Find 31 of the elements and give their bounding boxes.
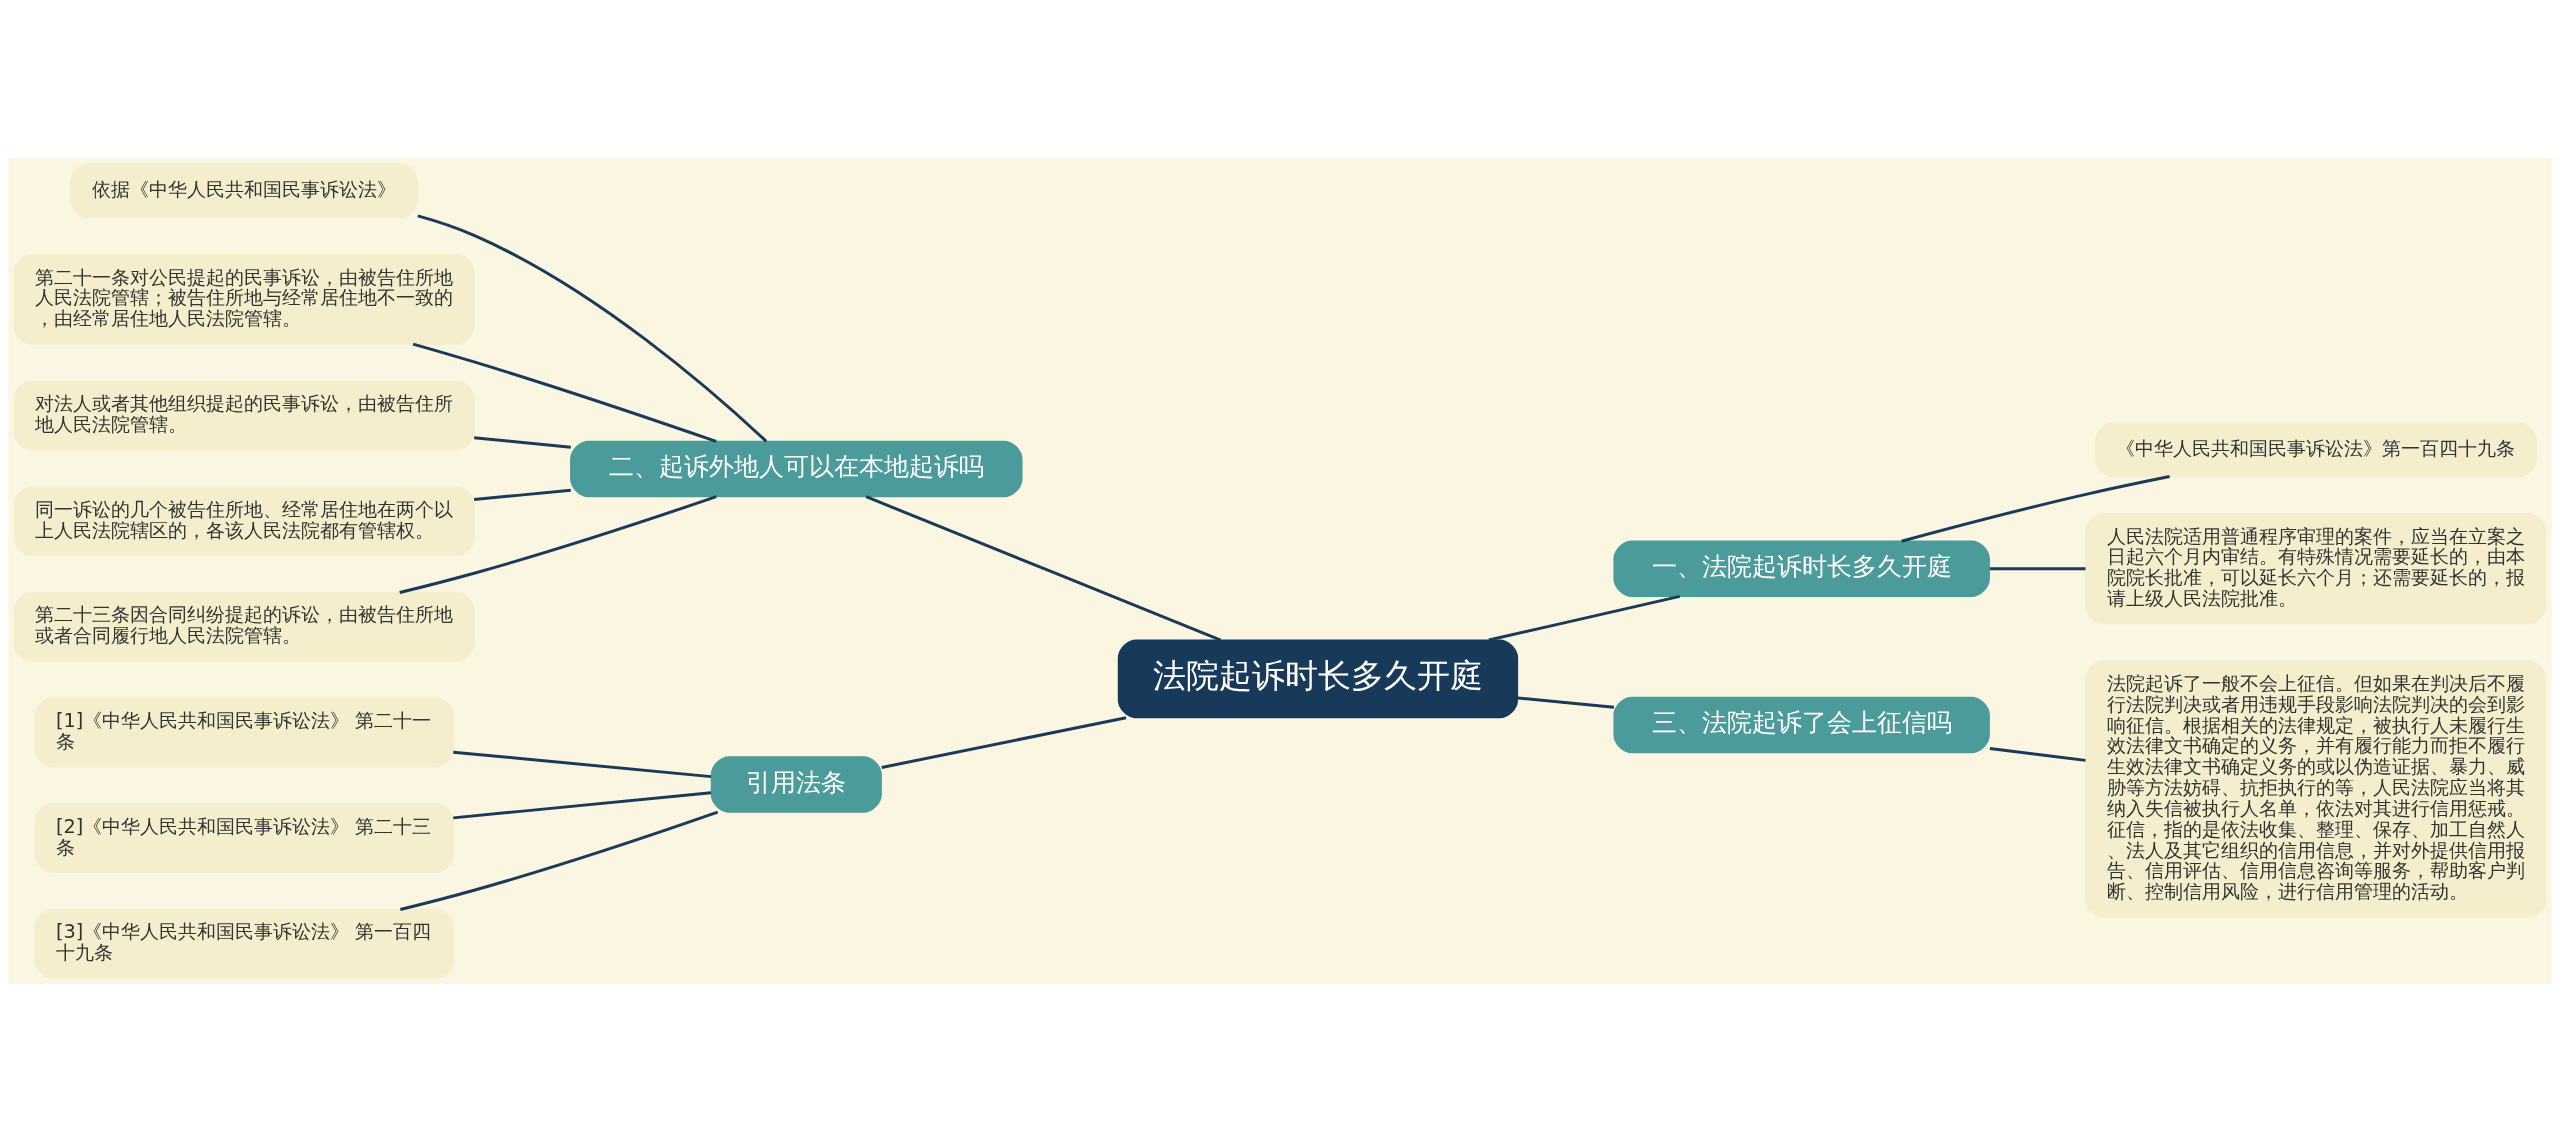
connector (399, 494, 717, 594)
connector (865, 494, 1222, 641)
node-box: 法院起诉时长多久开庭 (1117, 638, 1519, 718)
node-box: 人民法院适用普通程序审理的案件，应当在立案之日起六个月内审结。有特殊情况需要延长的，由本院院长批准，可以延长六个月；还需要延长的，报请上级人民法院批准。 (2085, 512, 2547, 625)
connector (417, 213, 768, 442)
node-box: 一、法院起诉时长多久开庭 (1613, 540, 1990, 597)
node-box: 三、法院起诉了会上征信吗 (1613, 696, 1990, 753)
node-box: [3]《中华人民共和国民事诉讼法》 第一百四十九条 (34, 908, 454, 979)
node-box: 二、起诉外地人可以在本地起诉吗 (570, 440, 1023, 497)
node-box: 第二十三条因合同纠纷提起的诉讼，由被告住所地或者合同履行地人民法院管辖。 (13, 591, 475, 662)
connector (1989, 746, 2086, 762)
node-box: 《中华人民共和国民事诉讼法》第一百四十九条 (2094, 421, 2537, 477)
connector (399, 810, 719, 911)
connector (474, 488, 571, 501)
node-box: [2]《中华人民共和国民事诉讼法》 第二十三条 (34, 802, 454, 873)
node-box: 法院起诉了一般不会上征信。但如果在判决后不履行法院判决或者用违规手段影响法院判决的会到影响征信。根据相关的法律规定，被执行人未履行生效法律文书确定的义务，并有履行能力而拒不履行生效法律文书确定义务的或以伪造证据、暴力、威胁等方法妨碍、抗拒执行的等，人民法院应当将其纳入失信被执行人名单，依法对其进行信用惩戒。征信，指的是依法收集、整理、保存、加工自然人、法人及其它组织的信用信息，并对外提供信用报告、信用评估、信用信息咨询等服务，帮助客户判断、控制信用风险，进行信用管理的活动。 (2085, 659, 2547, 918)
connector (1517, 695, 1615, 709)
connector (412, 342, 717, 443)
connector (1989, 566, 2086, 570)
node-box: 对法人或者其他组织提起的民事诉讼，由被告住所地人民法院管辖。 (13, 380, 475, 450)
node-box: 第二十一条对公民提起的民事诉讼，由被告住所地人民法院管辖；被告住所地与经常居住地不一致的，由经常居住地人民法院管辖。 (13, 253, 475, 345)
connector (1488, 594, 1681, 642)
node-box: 同一诉讼的几个被告住所地、经常居住地在两个以上人民法院辖区的，各该人民法院都有管辖权。 (13, 485, 475, 556)
connector (881, 715, 1127, 769)
connector (453, 790, 712, 819)
node-box: [1]《中华人民共和国民事诉讼法》 第二十一条 (34, 697, 454, 767)
node-box: 引用法条 (710, 755, 882, 813)
connector (474, 435, 571, 449)
connector (453, 750, 712, 778)
connector (1901, 474, 2170, 543)
node-box: 依据《中华人民共和国民事诉讼法》 (70, 162, 419, 218)
